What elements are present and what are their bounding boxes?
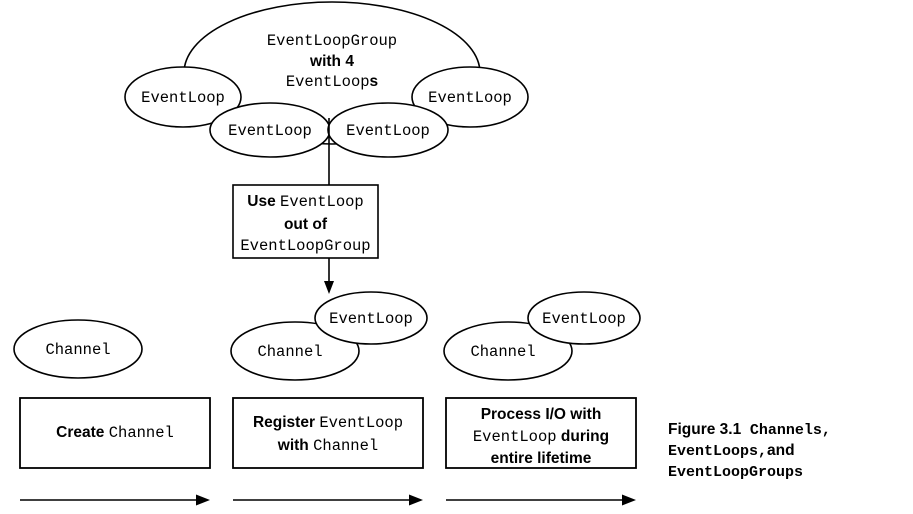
stage3-channel-ellipse — [443, 321, 573, 381]
use-eventloop-box — [232, 184, 379, 259]
eventloop-ellipse-right — [411, 66, 529, 128]
figure-caption-part1: Channels, — [749, 422, 831, 439]
stage2-channel-ellipse — [230, 321, 360, 381]
figure-caption-part3: and — [767, 442, 795, 460]
stage-box-register-eventloop — [232, 397, 424, 469]
stage-box-process-io — [445, 397, 637, 469]
eventloop-ellipse-center-right — [327, 102, 449, 158]
timeline-arrow-1 — [20, 494, 210, 506]
stage2-eventloop-ellipse — [314, 291, 428, 345]
figure-caption-prefix: Figure 3.1 — [668, 421, 742, 438]
arrowhead-down — [324, 281, 334, 294]
stage1-channel-ellipse — [13, 319, 143, 379]
figure-caption-part4: EventLoopGroups — [668, 464, 804, 482]
eventloop-ellipse-center-left — [209, 102, 331, 158]
timeline-arrow-3 — [446, 494, 636, 506]
figure-caption-part2: EventLoops, — [668, 443, 768, 461]
stage-box-create-channel — [19, 397, 211, 469]
eventloop-ellipse-left — [124, 66, 242, 128]
timeline-arrow-2 — [233, 494, 423, 506]
figure-caption: Figure 3.1 Channels, EventLoops,and Even… — [668, 420, 908, 483]
stage3-eventloop-ellipse — [527, 291, 641, 345]
